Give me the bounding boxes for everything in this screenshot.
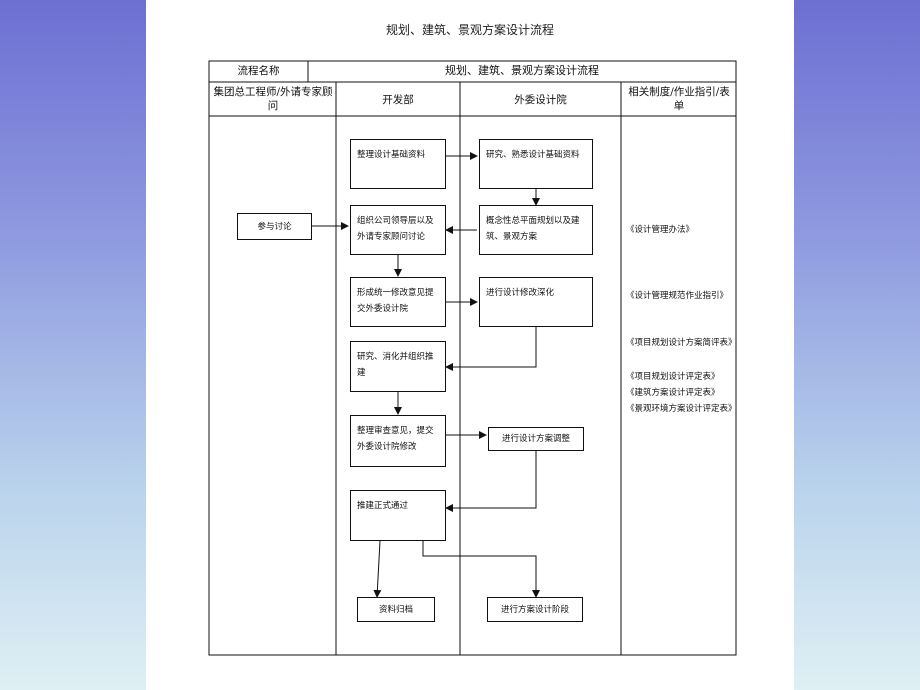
step-scheme-design-stage: 进行方案设计阶段: [487, 597, 583, 622]
step-formal-approval: 推建正式通过: [350, 490, 446, 541]
document-title: 规划、建筑、景观方案设计流程: [385, 23, 554, 37]
step-adjust-design-scheme: 进行设计方案调整: [488, 427, 584, 451]
doc-planning-evaluation: 《项目规划设计评定表》: [626, 372, 720, 382]
flow-lines: [208, 60, 737, 656]
column-header-design-institute: 外委设计院: [514, 94, 567, 106]
step-study-and-organize: 研究、消化并组织推建: [350, 341, 446, 392]
step-archive-data: 资料归档: [357, 597, 435, 622]
doc-design-management-guide: 《设计管理规范作业指引》: [626, 291, 729, 301]
doc-landscape-evaluation: 《景观环境方案设计评定表》: [626, 404, 737, 414]
step-design-deepening: 进行设计修改深化: [479, 277, 593, 327]
process-name-label: 流程名称: [237, 65, 280, 77]
doc-planning-scheme-review: 《项目规划设计方案简评表》: [626, 338, 737, 348]
column-header-development-dept: 开发部: [382, 94, 414, 106]
step-organize-discussion: 组织公司领导层以及外请专家顾问讨论: [350, 205, 446, 255]
step-review-opinions: 整理审查意见，提交外委设计院修改: [350, 415, 446, 467]
arrow-n10-n11: [445, 451, 537, 512]
arrow-n11-n12: [373, 540, 382, 598]
step-organize-basic-data: 整理设计基础资料: [350, 139, 446, 189]
step-participate-discussion: 参与讨论: [237, 213, 312, 240]
step-concept-plan: 概念性总平面规划以及建筑、景观方案: [479, 205, 593, 255]
doc-architecture-evaluation: 《建筑方案设计评定表》: [626, 388, 720, 398]
table-frame: [208, 60, 737, 656]
doc-design-management-rules: 《设计管理办法》: [626, 225, 695, 235]
document-page: 规划、建筑、景观方案设计流程: [146, 0, 794, 690]
column-header-expert: 集团总工程师/外请专家顾问: [213, 86, 333, 112]
column-header-related-docs: 相关制度/作业指引/表单: [628, 86, 730, 112]
arrow-n11-n13: [422, 541, 540, 598]
step-unified-revision-opinions: 形成统一修改意见提交外委设计院: [350, 277, 446, 327]
process-name-value: 规划、建筑、景观方案设计流程: [445, 64, 599, 77]
arrow-n7-n8: [445, 327, 537, 371]
step-study-basic-data: 研究、熟悉设计基础资料: [479, 139, 593, 189]
